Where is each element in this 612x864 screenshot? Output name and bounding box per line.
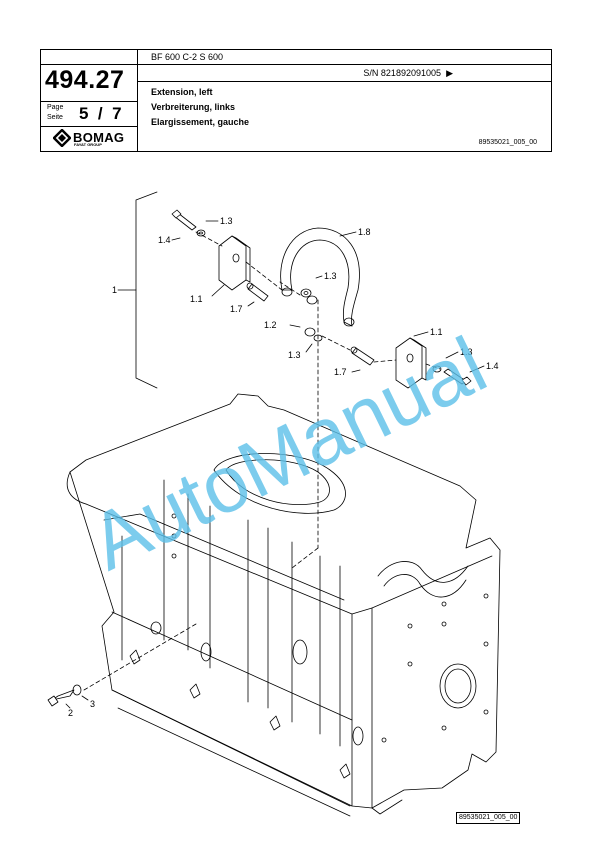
- callout-1-3: 1.3: [460, 347, 473, 357]
- header-divider: [137, 64, 551, 65]
- washer-part: [432, 365, 442, 373]
- callout-1-3: 1.3: [324, 271, 337, 281]
- callout-3: 3: [90, 699, 95, 709]
- header-block: 494.27 Page Seite 5 / 7 BOMAG FAYAT GROU…: [40, 49, 552, 152]
- callout-1-1: 1.1: [190, 294, 203, 304]
- callout-1-4: 1.4: [158, 235, 171, 245]
- page-label-en: Page: [47, 104, 64, 111]
- callout-1-2: 1.2: [264, 320, 277, 330]
- page-number: 5 / 7: [79, 104, 122, 124]
- hinge-plate-part: [395, 337, 427, 389]
- brand-name: BOMAG: [73, 130, 125, 145]
- header-top-strip: [41, 50, 137, 65]
- bomag-logo: BOMAG FAYAT GROUP: [53, 129, 133, 149]
- bolt-part: [47, 689, 75, 707]
- page-total: 7: [112, 104, 122, 123]
- header-left-panel: 494.27 Page Seite 5 / 7 BOMAG FAYAT GROU…: [41, 50, 138, 151]
- callout-1-4: 1.4: [486, 361, 499, 371]
- assembly-lines: [83, 231, 441, 691]
- callout-2: 2: [68, 708, 73, 718]
- handle-part: [280, 227, 360, 327]
- assembly-bracket: [135, 191, 158, 389]
- page-indicator: Page Seite 5 / 7: [41, 101, 137, 127]
- callout-1-7: 1.7: [334, 367, 347, 377]
- callout-1-3: 1.3: [220, 216, 233, 226]
- serial-arrow-icon: ▶: [446, 68, 453, 78]
- title-english: Extension, left: [151, 87, 213, 97]
- washer-part: [72, 684, 82, 696]
- header-divider: [137, 81, 551, 82]
- title-french: Elargissement, gauche: [151, 117, 250, 127]
- main-frame-part: [66, 393, 501, 817]
- bomag-diamond-icon: [53, 129, 71, 147]
- washer-part: [196, 229, 206, 237]
- page-separator: /: [97, 104, 103, 123]
- bolt-part: [171, 209, 197, 231]
- document-number: 494.27: [45, 66, 125, 94]
- nut-part: [304, 327, 316, 337]
- callout-1-8: 1.8: [358, 227, 371, 237]
- callout-leaders: [171, 220, 485, 373]
- pin-part: [246, 282, 269, 302]
- bolt-part: [443, 368, 472, 386]
- washer-hole: [303, 291, 309, 295]
- document-code: 89535021_005_00: [478, 139, 537, 146]
- leader-line: [65, 703, 71, 709]
- machine-model: BF 600 C-2 S 600: [151, 52, 224, 62]
- nut-part: [306, 295, 318, 305]
- pin-part: [350, 346, 375, 366]
- callout-1-3: 1.3: [288, 350, 301, 360]
- page-label-de: Seite: [47, 114, 63, 121]
- serial-number: S/N 821892091005: [363, 68, 441, 78]
- brand-subtitle: FAYAT GROUP: [74, 142, 102, 147]
- callout-1: 1: [112, 285, 117, 295]
- washer-part: [300, 288, 312, 298]
- hinge-plate-part: [218, 235, 251, 291]
- callout-1-7: 1.7: [230, 304, 243, 314]
- washer-hole: [199, 231, 203, 235]
- footer-document-code: 89535021_005_00: [456, 812, 521, 824]
- leader-line: [81, 695, 89, 701]
- title-german: Verbreiterung, links: [151, 102, 236, 112]
- page-current: 5: [79, 104, 89, 123]
- callout-1-1: 1.1: [430, 327, 443, 337]
